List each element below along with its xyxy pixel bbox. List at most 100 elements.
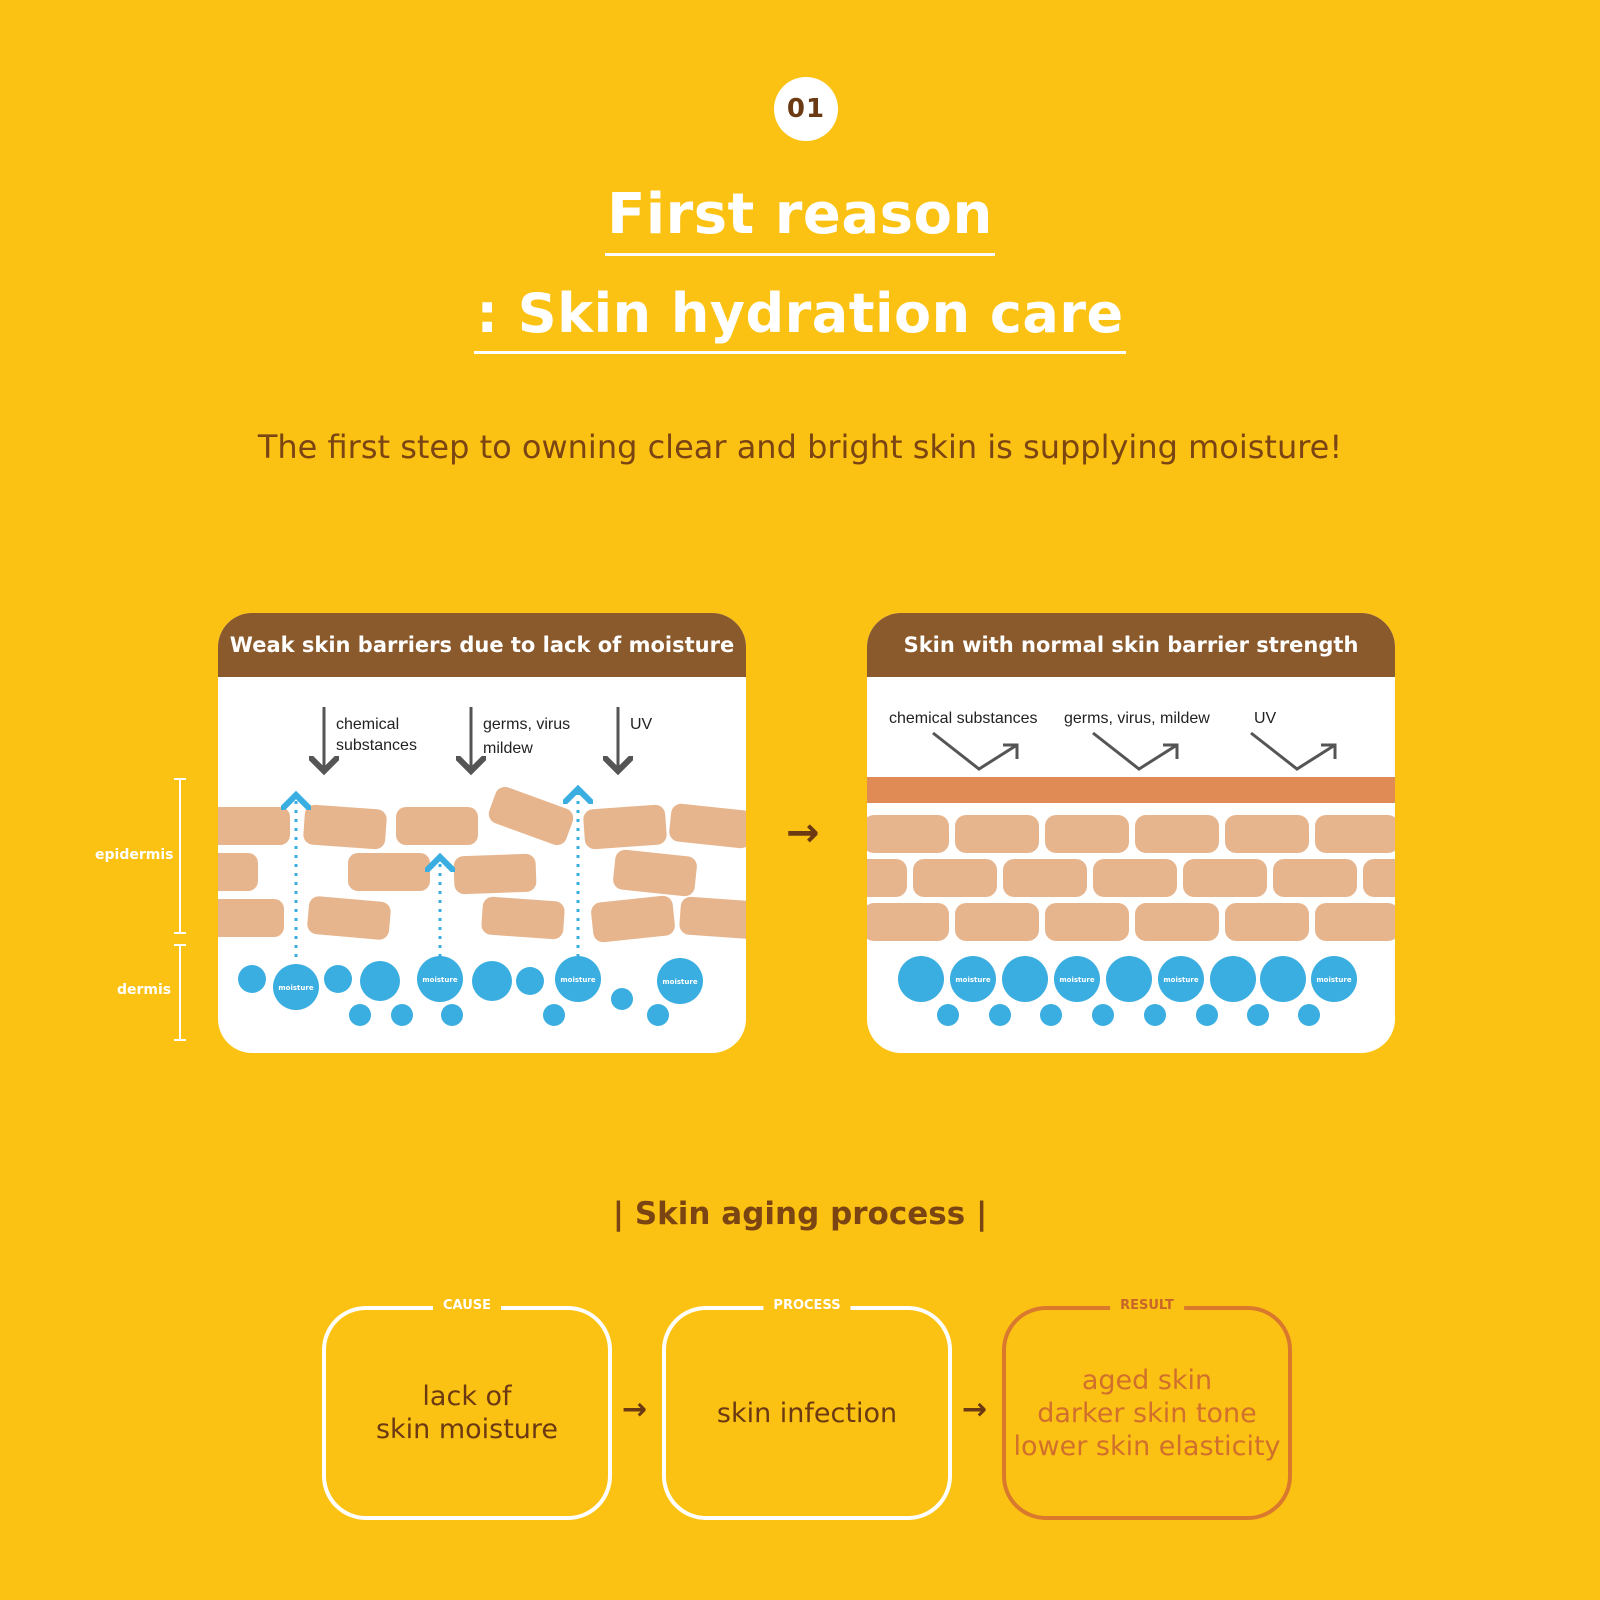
step-number-badge: 01 bbox=[774, 77, 838, 141]
skin-cell bbox=[218, 899, 284, 937]
skin-cell bbox=[481, 896, 565, 940]
moisture-dot bbox=[898, 956, 944, 1002]
deflected-threat-arrow bbox=[1092, 731, 1178, 771]
threat-chemical-label: substances bbox=[336, 737, 417, 754]
moisture-bubble bbox=[417, 956, 463, 1002]
threat-germs-label: mildew bbox=[483, 740, 533, 757]
weak-barrier-diagram: chemical substances germs, virus mildew … bbox=[218, 707, 746, 1026]
moisture-dot bbox=[543, 1004, 565, 1026]
threat-chemical-label: chemical bbox=[336, 716, 399, 733]
moisture-bubble-label: moisture bbox=[662, 978, 697, 986]
process-text: skin infection bbox=[716, 1397, 898, 1429]
moisture-dot bbox=[391, 1004, 413, 1026]
skin-cell bbox=[1135, 903, 1219, 941]
moisture-dot bbox=[1092, 1004, 1114, 1026]
moisture-dot bbox=[441, 1004, 463, 1026]
process-box: PROCESS skin infection bbox=[662, 1298, 952, 1520]
skin-cell bbox=[613, 849, 697, 897]
moisture-dot bbox=[238, 965, 266, 993]
cause-text: lack of skin moisture bbox=[375, 1381, 559, 1445]
moisture-dot bbox=[1247, 1004, 1269, 1026]
threat-chemical-label: chemical substances bbox=[889, 710, 1038, 727]
moisture-dot bbox=[324, 965, 352, 993]
flow-arrow-1: → bbox=[622, 1392, 648, 1427]
cause-tag: CAUSE bbox=[432, 1298, 502, 1313]
skin-cell bbox=[955, 815, 1039, 853]
skin-cell bbox=[1183, 859, 1267, 897]
skin-cell bbox=[1225, 815, 1309, 853]
threat-uv-label: UV bbox=[630, 716, 653, 733]
moisture-dot bbox=[349, 1004, 371, 1026]
skin-cell bbox=[1045, 815, 1129, 853]
result-text: aged skin darker skin tone lower skin el… bbox=[1013, 1364, 1281, 1462]
moisture-bubble bbox=[1311, 956, 1357, 1002]
skin-cell bbox=[1045, 903, 1129, 941]
skin-cell bbox=[1135, 815, 1219, 853]
deflected-threat-arrow bbox=[1250, 731, 1336, 771]
skin-cell bbox=[453, 853, 537, 895]
skin-cell bbox=[1363, 859, 1395, 897]
layer-bracket bbox=[174, 778, 186, 1041]
moisture-dot bbox=[1298, 1004, 1320, 1026]
aging-process-title: | Skin aging process | bbox=[612, 1196, 988, 1232]
result-box: RESULT aged skin darker skin tone lower … bbox=[1002, 1298, 1292, 1520]
threat-uv-label: UV bbox=[1254, 710, 1277, 727]
skin-cell bbox=[679, 896, 746, 940]
skin-cell bbox=[218, 853, 258, 891]
skin-cell bbox=[955, 903, 1039, 941]
moisture-dot bbox=[472, 961, 512, 1001]
deflected-threat-arrow bbox=[1163, 743, 1179, 759]
skin-cell bbox=[591, 895, 675, 943]
moisture-bubble bbox=[555, 956, 601, 1002]
moisture-bubble bbox=[273, 964, 319, 1010]
deflected-threat-arrow bbox=[1003, 743, 1019, 759]
epidermis-label: epidermis bbox=[95, 847, 174, 863]
moisture-bubble-label: moisture bbox=[422, 976, 457, 984]
cause-box: CAUSE lack of skin moisture bbox=[322, 1298, 612, 1520]
skin-cell bbox=[303, 804, 387, 850]
moisture-bubble bbox=[1158, 956, 1204, 1002]
skin-cell bbox=[1273, 859, 1357, 897]
weak-barrier-panel: Weak skin barriers due to lack of moistu… bbox=[218, 613, 746, 1053]
moisture-dot bbox=[1260, 956, 1306, 1002]
moisture-bubble-label: moisture bbox=[1163, 976, 1198, 984]
skin-cell bbox=[218, 807, 290, 845]
moisture-bubble-label: moisture bbox=[560, 976, 595, 984]
skin-cell bbox=[488, 786, 574, 846]
subtitle: The first step to owning clear and brigh… bbox=[257, 428, 1343, 466]
flow-arrow-2: → bbox=[962, 1392, 988, 1427]
normal-barrier-panel: Skin with normal skin barrier strength c… bbox=[867, 613, 1395, 1053]
skin-cell bbox=[307, 896, 391, 940]
skin-cell bbox=[396, 807, 478, 845]
moisture-dot bbox=[516, 967, 544, 995]
moisture-dot bbox=[1210, 956, 1256, 1002]
result-tag: RESULT bbox=[1110, 1298, 1184, 1313]
dermis-label: dermis bbox=[117, 982, 172, 998]
moisture-dot bbox=[1106, 956, 1152, 1002]
moisture-dot bbox=[989, 1004, 1011, 1026]
threat-germs-label: germs, virus bbox=[483, 716, 570, 733]
skin-cell bbox=[1315, 903, 1395, 941]
moisture-bubble-label: moisture bbox=[278, 984, 313, 992]
deflected-threat-arrow bbox=[1321, 743, 1337, 759]
transition-arrow: → bbox=[786, 810, 820, 856]
process-tag: PROCESS bbox=[763, 1298, 851, 1313]
moisture-bubble-label: moisture bbox=[1316, 976, 1351, 984]
moisture-dot bbox=[937, 1004, 959, 1026]
skin-cell bbox=[867, 815, 949, 853]
moisture-dot bbox=[1002, 956, 1048, 1002]
skin-cell bbox=[1093, 859, 1177, 897]
skin-cell bbox=[913, 859, 997, 897]
moisture-dot bbox=[1144, 1004, 1166, 1026]
moisture-bubble bbox=[950, 956, 996, 1002]
moisture-dot bbox=[1196, 1004, 1218, 1026]
skin-cell bbox=[348, 853, 430, 891]
moisture-bubble bbox=[657, 958, 703, 1004]
skin-cell bbox=[867, 859, 907, 897]
moisture-dot bbox=[611, 988, 633, 1010]
moisture-dot bbox=[360, 961, 400, 1001]
weak-barrier-header: Weak skin barriers due to lack of moistu… bbox=[218, 613, 746, 677]
moisture-bubble-label: moisture bbox=[1059, 976, 1094, 984]
deflected-threat-arrow bbox=[932, 731, 1018, 771]
moisture-bubble-label: moisture bbox=[955, 976, 990, 984]
